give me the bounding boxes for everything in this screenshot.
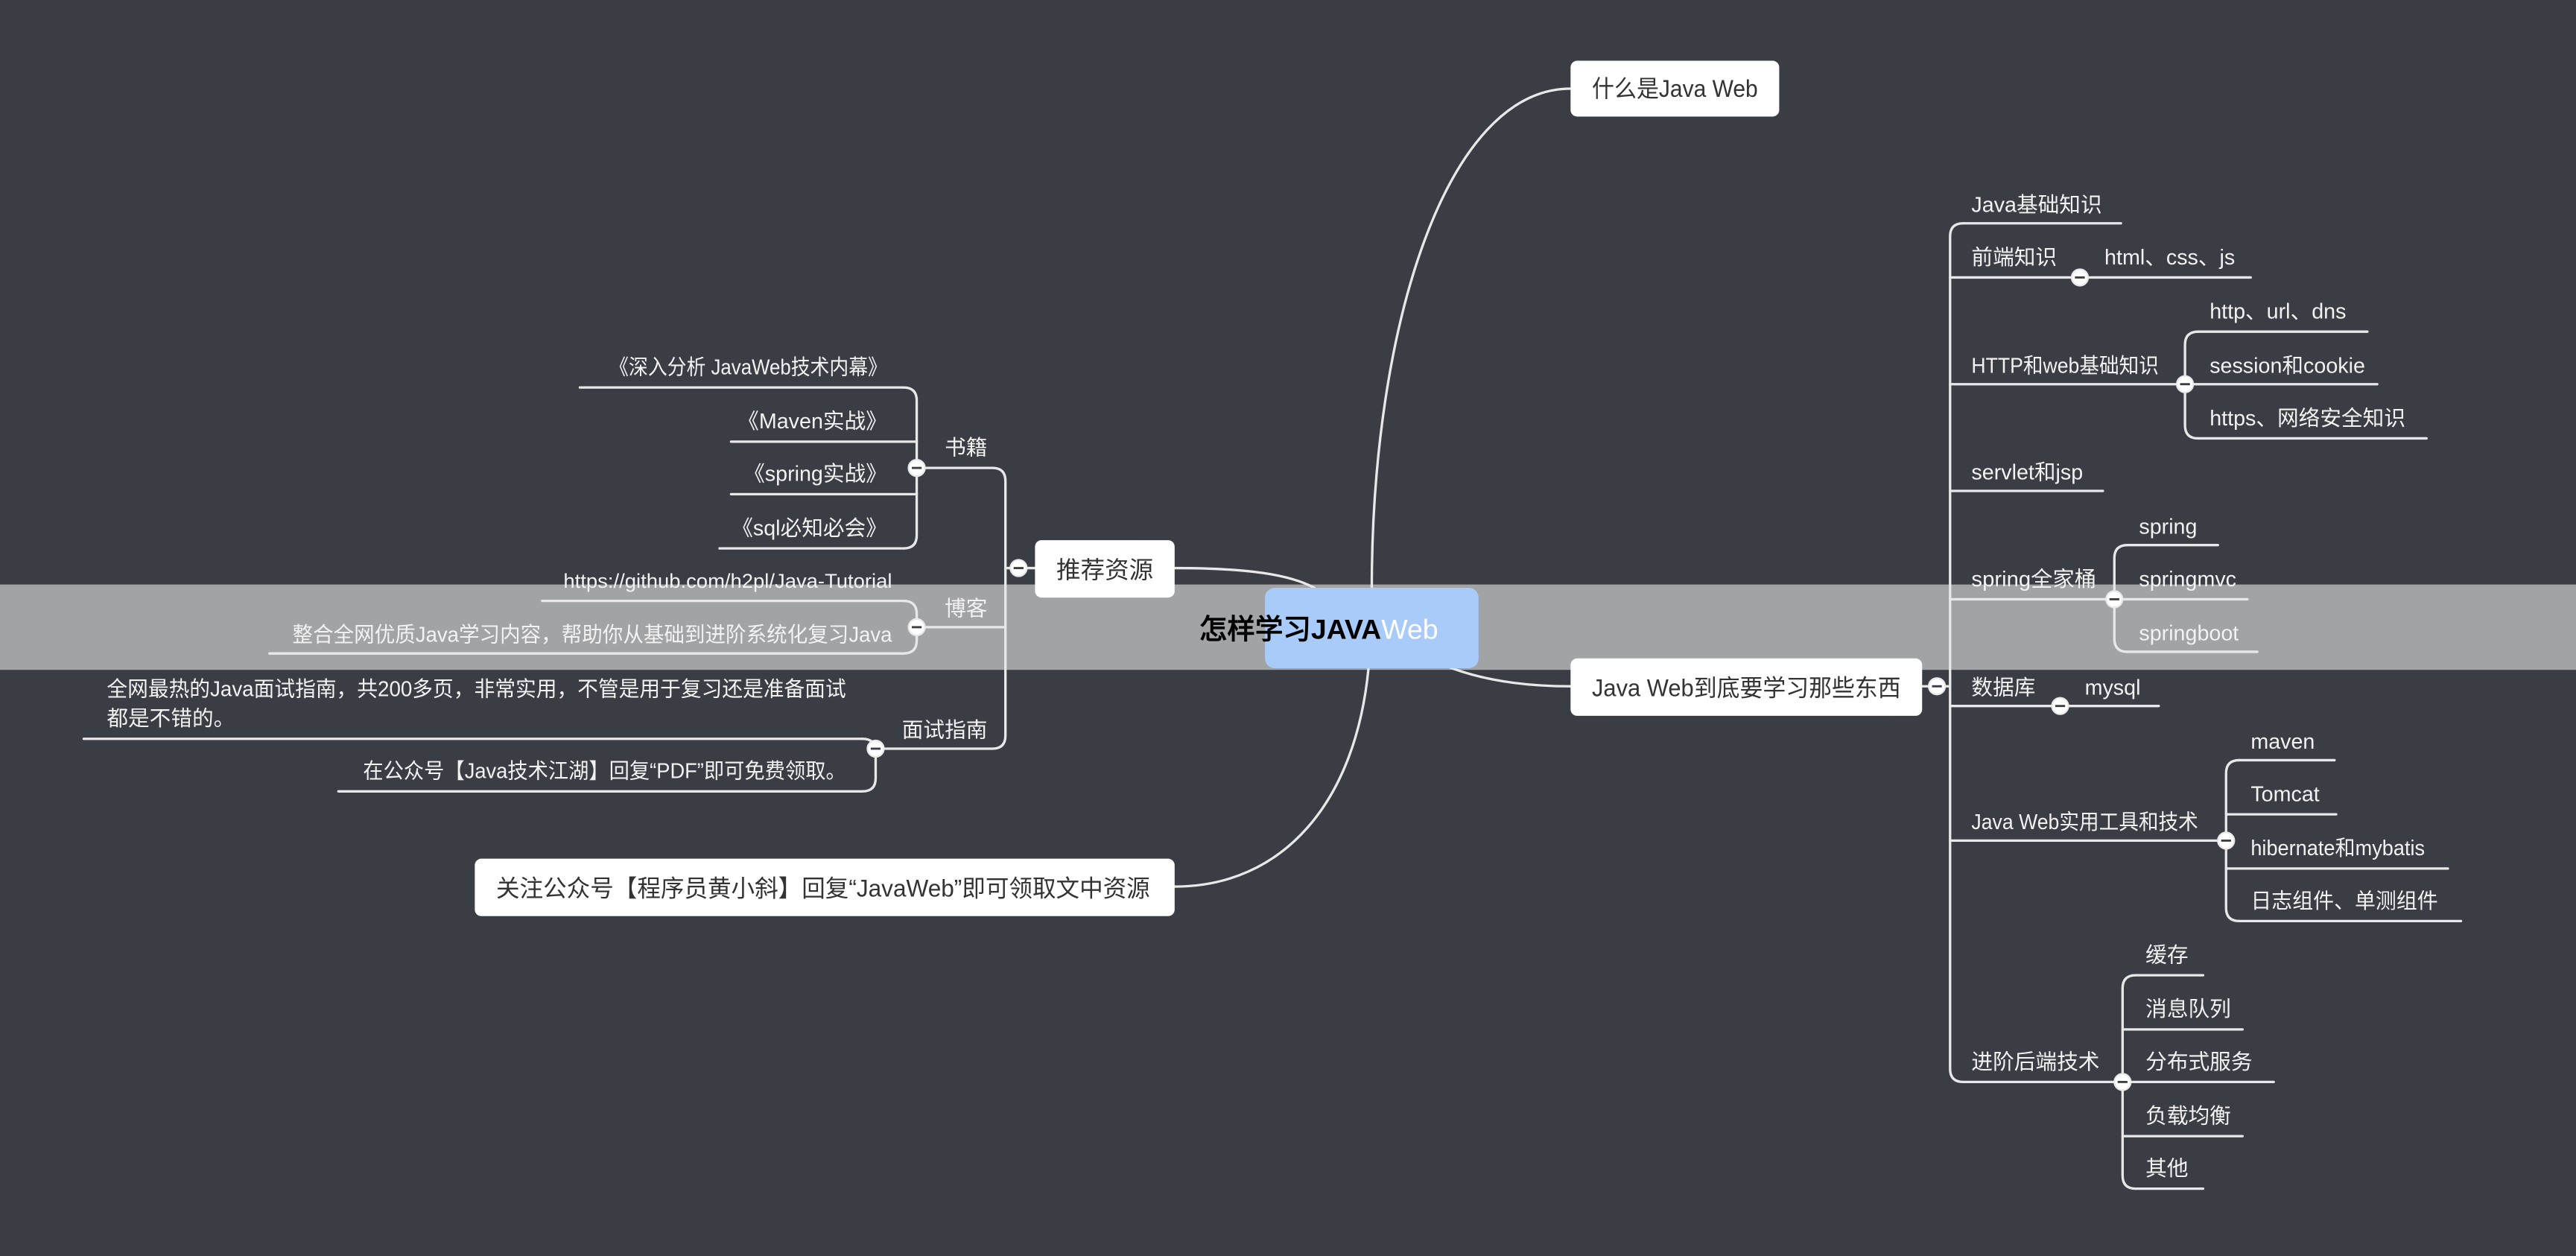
topic-resources[interactable]: 推荐资源 xyxy=(1035,540,1175,598)
topic-box xyxy=(1570,658,1923,716)
topic-what-is-java-web[interactable]: 什么是Java Web xyxy=(1570,60,1780,117)
topic-spring-family[interactable]: spring全家桶 xyxy=(1971,568,2096,591)
topic-message-queue[interactable]: 消息队列 xyxy=(2145,997,2231,1021)
collapse-toggle-books[interactable] xyxy=(907,458,926,478)
topic-maven[interactable]: maven xyxy=(2250,730,2315,754)
topic-https-security[interactable]: https、网络安全知识 xyxy=(2209,407,2405,431)
topic-box xyxy=(1035,540,1175,598)
topic-database[interactable]: 数据库 xyxy=(1971,676,2035,700)
topic-interview-guide[interactable]: 面试指南 xyxy=(902,719,988,743)
topic-label: 推荐资源 xyxy=(1056,556,1153,583)
topic-http-web-basics[interactable]: HTTP和web基础知识 xyxy=(1971,354,2158,378)
interview-description-line: 全网最热的Java面试指南，共200多页，非常实用，不管是用于复习还是准备面试 xyxy=(107,677,846,701)
central-topic-box xyxy=(1265,588,1479,668)
topic-blog-description[interactable]: 整合全网优质Java学习内容，帮助你从基础到进阶系统化复习Java xyxy=(293,624,892,647)
interview-description-line: 都是不错的。 xyxy=(107,707,235,731)
collapse-toggle-resources[interactable] xyxy=(1009,559,1028,577)
topic-books[interactable]: 书籍 xyxy=(945,436,987,460)
topic-spring[interactable]: spring xyxy=(2139,515,2197,539)
collapse-toggle-database[interactable] xyxy=(2051,697,2069,715)
connectors xyxy=(82,87,2463,1190)
collapse-toggle-tools[interactable] xyxy=(2217,831,2236,850)
topic-servlet-jsp[interactable]: servlet和jsp xyxy=(1971,461,2083,485)
collapse-toggle-interview[interactable] xyxy=(866,739,885,758)
topic-label: 什么是Java Web xyxy=(1592,75,1758,102)
topic-label: 关注公众号【程序员黄小斜】回复“JavaWeb”即可领取文中资源 xyxy=(496,875,1150,901)
central-topic[interactable]: 怎样学习JAVAWeb xyxy=(1199,588,1479,668)
collapse-toggle-spring[interactable] xyxy=(2105,590,2124,609)
connector-central-follow xyxy=(1173,667,1370,888)
topic-box xyxy=(1570,60,1780,117)
central-title-tail: Web xyxy=(1381,613,1438,644)
topic-blogs[interactable]: 博客 xyxy=(945,597,987,621)
topic-book-item[interactable]: 《spring实战》 xyxy=(743,463,887,486)
topic-load-balancing[interactable]: 负载均衡 xyxy=(2145,1104,2231,1128)
topic-advanced-backend[interactable]: 进阶后端技术 xyxy=(1971,1050,2099,1074)
topic-interview-get-it[interactable]: 在公众号【Java技术江湖】回复“PDF”即可免费领取。 xyxy=(363,760,846,784)
connector-central-resources xyxy=(1173,566,1316,589)
topic-frontend[interactable]: 前端知识 xyxy=(1971,246,2057,270)
collapse-toggle-frontend[interactable] xyxy=(2070,268,2090,287)
collapse-toggle-learn[interactable] xyxy=(1927,677,1947,696)
topic-hibernate-mybatis[interactable]: hibernate和mybatis xyxy=(2250,837,2425,860)
collapse-toggle-advanced[interactable] xyxy=(2113,1073,2132,1091)
collapse-toggle-http[interactable] xyxy=(2175,375,2195,393)
topic-box xyxy=(475,858,1175,916)
topic-book-item[interactable]: 《Maven实战》 xyxy=(737,410,887,434)
topic-java-basics[interactable]: Java基础知识 xyxy=(1971,193,2101,217)
collapse-toggle-blogs[interactable] xyxy=(907,618,926,637)
central-topic-title: 怎样学习JAVAWeb xyxy=(1199,613,1438,644)
topic-tomcat[interactable]: Tomcat xyxy=(2250,783,2319,807)
connector-interview-children xyxy=(861,738,878,793)
topic-distributed-service[interactable]: 分布式服务 xyxy=(2145,1050,2252,1074)
topic-label: Java Web到底要学习那些东西 xyxy=(1592,674,1901,701)
topic-tools[interactable]: Java Web实用工具和技术 xyxy=(1971,811,2198,834)
topic-logging-testing[interactable]: 日志组件、单测组件 xyxy=(2250,889,2437,913)
topic-what-to-learn[interactable]: Java Web到底要学习那些东西 xyxy=(1570,658,1923,716)
topic-mysql[interactable]: mysql xyxy=(2085,676,2141,700)
topic-book-item[interactable]: 《深入分析 JavaWeb技术内幕》 xyxy=(609,356,887,380)
topic-follow[interactable]: 关注公众号【程序员黄小斜】回复“JavaWeb”即可领取文中资源 xyxy=(475,858,1175,916)
topic-interview-description[interactable]: 全网最热的Java面试指南，共200多页，非常实用，不管是用于复习还是准备面试 … xyxy=(107,677,851,731)
topic-book-item[interactable]: 《sql必知必会》 xyxy=(732,516,887,540)
topic-other[interactable]: 其他 xyxy=(2145,1157,2188,1181)
topic-http-url-dns[interactable]: http、url、dns xyxy=(2209,300,2346,324)
topic-cache[interactable]: 缓存 xyxy=(2145,944,2188,968)
topic-session-cookie[interactable]: session和cookie xyxy=(2209,354,2365,378)
topic-html-css-js[interactable]: html、css、js xyxy=(2104,246,2235,270)
topic-springboot[interactable]: springboot xyxy=(2139,622,2239,646)
topic-springmvc[interactable]: springmvc xyxy=(2139,568,2236,591)
topic-blog-link[interactable]: https://github.com/h2pl/Java-Tutorial xyxy=(563,570,892,592)
central-title-main: 怎样学习JAVA xyxy=(1199,613,1381,644)
connector-central-what-is xyxy=(1370,87,1572,589)
